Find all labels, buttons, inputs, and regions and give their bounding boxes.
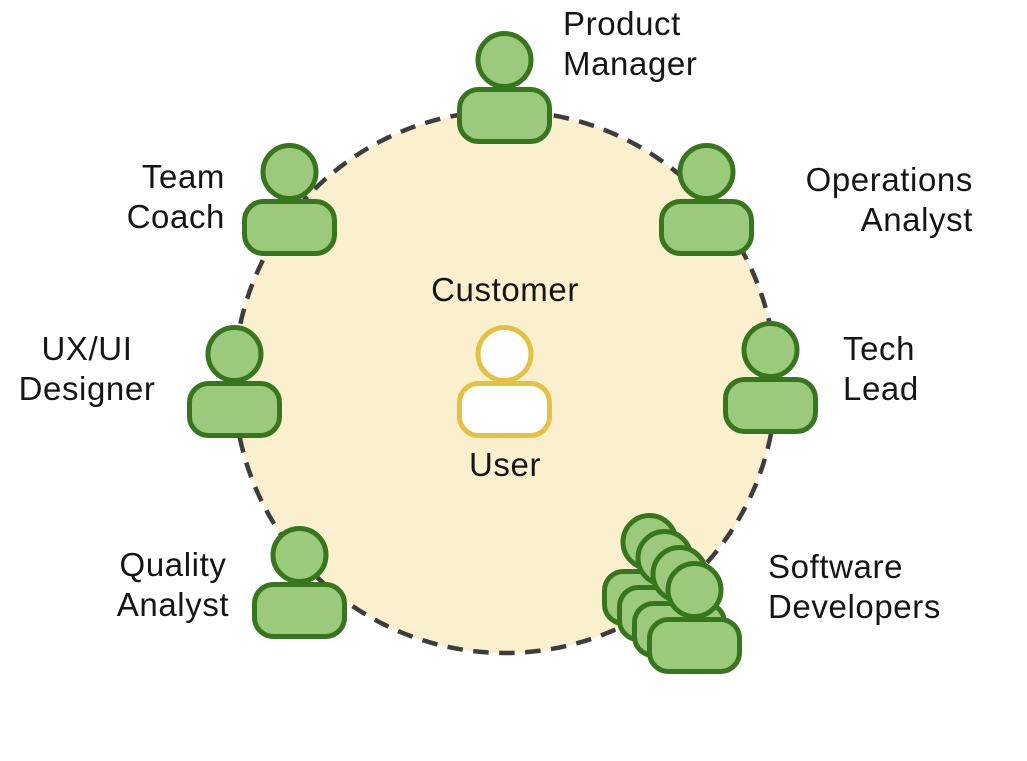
software-developers-label: Software Developers xyxy=(768,547,941,627)
software-developers-label-line1: Software xyxy=(768,548,904,585)
ux-ui-designer-person-icon xyxy=(187,324,282,438)
customer-label-text: Customer xyxy=(431,271,579,308)
product-manager-label: Product Manager xyxy=(563,4,697,84)
customer-label: Customer xyxy=(405,270,605,310)
customer-user-person-icon xyxy=(457,324,552,438)
operations-analyst-label: Operations Analyst xyxy=(806,160,973,240)
quality-analyst-person-icon xyxy=(252,525,347,639)
quality-analyst-label-line2: Analyst xyxy=(116,586,230,623)
team-coach-person-icon xyxy=(242,142,337,256)
ux-ui-designer-label: UX/UI Designer xyxy=(2,329,172,409)
tech-lead-label-line1: Tech xyxy=(843,330,916,367)
ux-ui-designer-label-line1: UX/UI xyxy=(41,330,133,367)
user-label-text: User xyxy=(468,446,542,483)
team-coach-label-line2: Coach xyxy=(126,198,225,235)
user-label: User xyxy=(405,445,605,485)
ux-ui-designer-label-line2: Designer xyxy=(18,370,156,407)
quality-analyst-label-line1: Quality xyxy=(119,546,227,583)
tech-lead-person-icon xyxy=(723,320,818,434)
product-manager-label-line2: Manager xyxy=(563,45,698,82)
product-manager-person-icon xyxy=(457,30,552,144)
operations-analyst-label-line2: Analyst xyxy=(860,201,973,238)
team-coach-label-line1: Team xyxy=(141,158,225,195)
quality-analyst-label: Quality Analyst xyxy=(88,545,258,625)
tech-lead-label-line2: Lead xyxy=(843,370,919,407)
operations-analyst-label-line1: Operations xyxy=(805,161,973,198)
operations-analyst-person-icon xyxy=(659,142,754,256)
software-developers-label-line2: Developers xyxy=(768,588,941,625)
software-developers-group-icon xyxy=(602,512,743,675)
developer-person-icon xyxy=(647,560,742,674)
tech-lead-label: Tech Lead xyxy=(843,329,919,409)
product-manager-label-line1: Product xyxy=(563,5,681,42)
team-coach-label: Team Coach xyxy=(127,157,225,237)
